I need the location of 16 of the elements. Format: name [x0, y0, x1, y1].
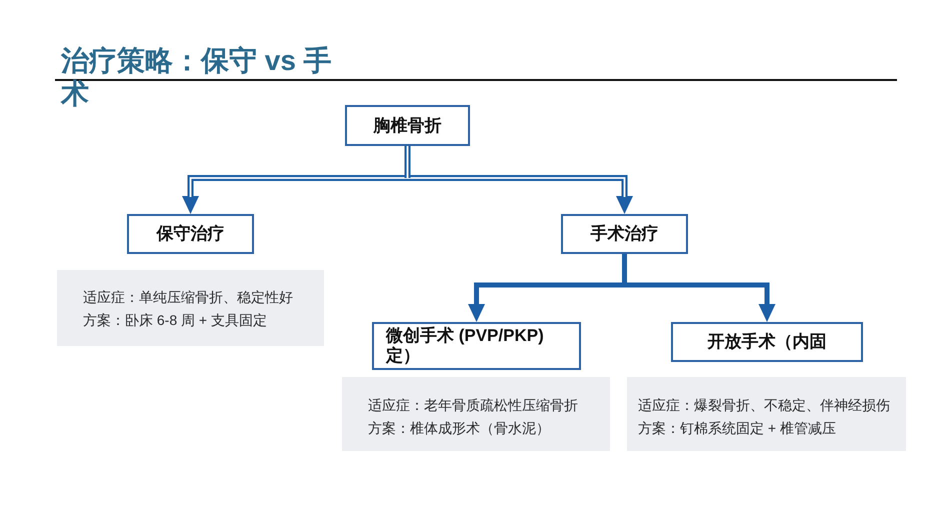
arrow: [468, 282, 624, 322]
panel-text: 适应症：单纯压缩骨折、稳定性好: [83, 288, 293, 307]
panel-text: 适应症：爆裂骨折、不稳定、伴神经损伤: [638, 396, 890, 415]
process-box: 胸椎骨折: [345, 105, 470, 146]
title: 治疗策略：保守 vs 手术: [61, 44, 333, 110]
process-box: 微创手术 (PVP/PKP)定）: [372, 322, 581, 370]
process-box: 保守治疗: [127, 214, 254, 254]
panel-text: 方案：卧床 6-8 周 + 支具固定: [83, 311, 267, 330]
panel-text: 方案：钉棉系统固定 + 椎管减压: [638, 419, 836, 438]
arrow: [182, 175, 408, 214]
panel-text: 适应症：老年骨质疏松性压缩骨折: [368, 396, 578, 415]
process-box: 开放手术（内固: [671, 322, 863, 362]
process-box: 手术治疗: [561, 214, 688, 254]
arrow: [408, 175, 633, 214]
panel-text: 方案：椎体成形术（骨水泥）: [368, 419, 550, 438]
arrow: [624, 282, 776, 322]
